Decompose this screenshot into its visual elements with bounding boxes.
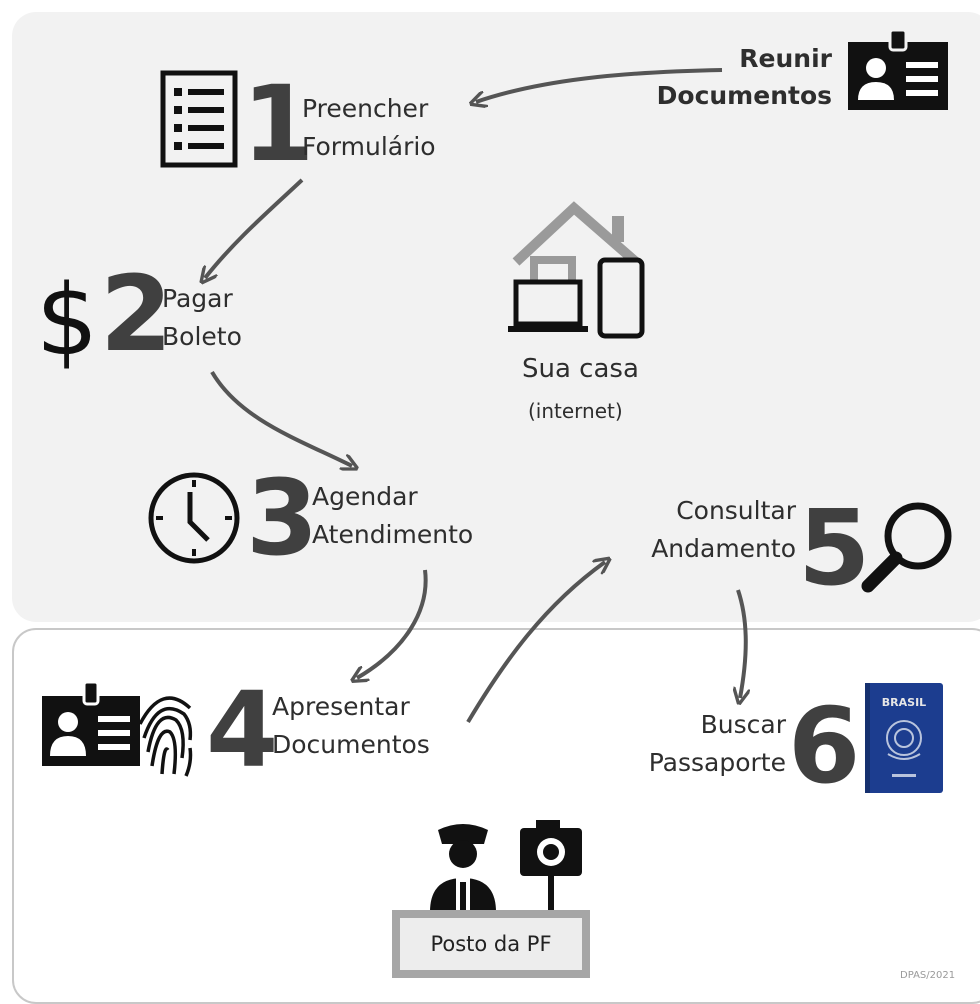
svg-text:$: $ bbox=[36, 264, 98, 378]
step-4-number: 4 bbox=[206, 669, 279, 791]
arrow-5-to-6 bbox=[738, 589, 746, 698]
passport-icon: BRASIL bbox=[865, 683, 943, 793]
credit-text: DPAS/2021 bbox=[900, 970, 956, 981]
magnifier-icon bbox=[861, 502, 952, 593]
step-5-label: Consultar Andamento bbox=[651, 496, 796, 563]
step-2-number: 2 bbox=[100, 253, 173, 375]
step-6-number: 6 bbox=[788, 685, 861, 807]
home-sublabel: (internet) bbox=[528, 399, 623, 423]
step-6-label: Buscar Passaporte bbox=[648, 710, 786, 777]
office-label: Posto da PF bbox=[430, 932, 552, 956]
dollar-icon: $ bbox=[36, 264, 98, 378]
home-panel bbox=[12, 12, 980, 622]
form-icon bbox=[160, 70, 238, 168]
step-1-number: 1 bbox=[242, 63, 315, 185]
clock-icon bbox=[148, 472, 240, 564]
arrow-2-to-3 bbox=[210, 370, 352, 466]
id-card-icon bbox=[848, 28, 948, 110]
arrow-start-to-1 bbox=[476, 68, 723, 102]
start-line2: Documentos bbox=[656, 81, 832, 110]
camera-icon bbox=[520, 820, 582, 914]
step-2-label: Pagar Boleto bbox=[162, 284, 242, 351]
posto-counter: Posto da PF bbox=[392, 910, 590, 978]
house-devices-icon bbox=[508, 201, 645, 339]
step-1-label: Preencher Formulário bbox=[302, 94, 436, 161]
home-label: Sua casa bbox=[522, 354, 639, 384]
start-label: Reunir Documentos bbox=[600, 40, 832, 114]
step-3-label: Agendar Atendimento bbox=[312, 482, 474, 549]
step-4-label: Apresentar Documentos bbox=[272, 692, 430, 759]
start-line1: Reunir bbox=[739, 44, 832, 73]
passport-text: BRASIL bbox=[882, 696, 926, 709]
arrow-4-to-5 bbox=[466, 562, 605, 724]
step-3-number: 3 bbox=[246, 457, 319, 579]
step-5-number: 5 bbox=[798, 487, 871, 609]
id-fingerprint-icon bbox=[42, 680, 193, 777]
officer-icon bbox=[430, 824, 496, 912]
arrow-3-to-4 bbox=[357, 569, 428, 678]
arrow-1-to-2 bbox=[205, 178, 304, 278]
